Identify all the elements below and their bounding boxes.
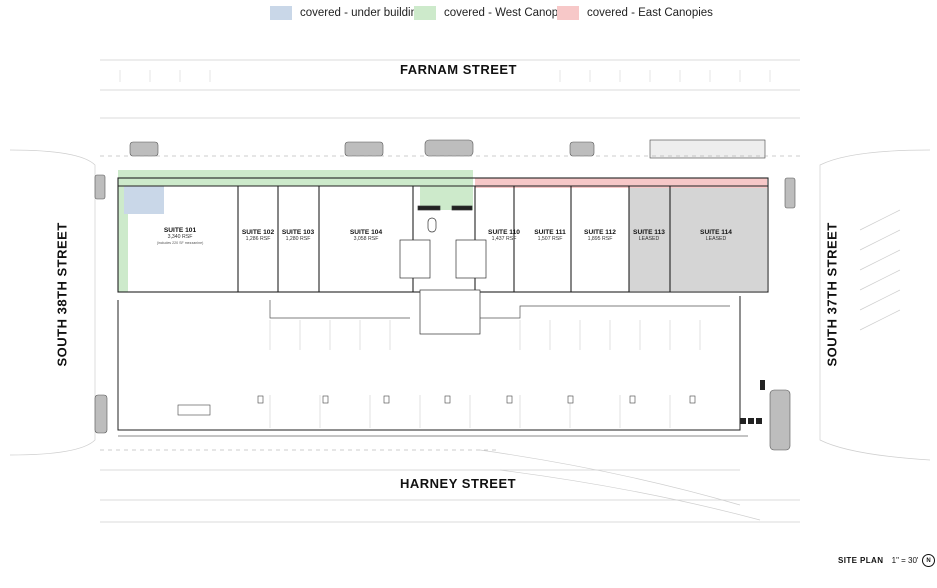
suite-label-110: SUITE 110 1,437 RSF: [488, 229, 520, 243]
suite-name: SUITE 104: [349, 229, 383, 236]
core-rooms: [399, 205, 487, 335]
east-service-equipment: [740, 380, 765, 424]
suite-label-114: SUITE 114 LEASED: [700, 229, 732, 243]
street-label-east: SOUTH 37TH STREET: [824, 222, 840, 367]
legend-swatch-east-canopies: [557, 6, 579, 20]
suite-label-111: SUITE 111 1,507 RSF: [534, 229, 566, 243]
suite-name: SUITE 103: [281, 229, 315, 236]
legend-item-west-canopy: covered - West Canopy: [414, 6, 564, 20]
site-plan-title: SITE PLAN: [838, 556, 884, 565]
suite-label-101: SUITE 101 3,340 RSF (includes 220 SF mez…: [157, 227, 204, 245]
suite-label-104: SUITE 104 3,058 RSF: [350, 229, 382, 243]
east-diagonal-parking: [859, 209, 901, 331]
suite-name: SUITE 112: [584, 229, 616, 236]
suite-detail: 1,507 RSF: [537, 235, 563, 242]
north-arrow-icon: N: [922, 554, 935, 567]
suite-detail: 3,058 RSF: [353, 235, 379, 242]
suite-name: SUITE 114: [700, 229, 732, 236]
suite-detail: 1,437 RSF: [491, 235, 517, 242]
legend-swatch-west-canopy: [414, 6, 436, 20]
suite-label-103: SUITE 103 1,280 RSF: [282, 229, 314, 243]
east-canopy-fill: [475, 178, 767, 188]
north-label: N: [926, 557, 931, 564]
street-label-north: FARNAM STREET: [400, 62, 517, 77]
legend-label-west-canopy: covered - West Canopy: [444, 7, 564, 19]
suite-label-112: SUITE 112 1,895 RSF: [584, 229, 616, 243]
suite-detail: 3,340 RSF: [167, 233, 193, 240]
suite-name: SUITE 111: [534, 229, 566, 236]
legend-label-east-canopies: covered - East Canopies: [587, 7, 713, 19]
site-plan-scale: 1" = 30': [891, 556, 919, 565]
service-bay: [649, 139, 766, 159]
legend: covered - under building covered - West …: [0, 6, 937, 22]
site-plan-caption: SITE PLAN 1" = 30': [838, 556, 918, 565]
legend-item-under-building: covered - under building: [270, 6, 423, 20]
suite-detail: LEASED: [638, 235, 660, 242]
suite-name: SUITE 113: [633, 229, 665, 236]
leased-fill: [629, 188, 767, 291]
suite-detail: 1,280 RSF: [285, 235, 311, 242]
suite-label-102: SUITE 102 1,286 RSF: [242, 229, 274, 243]
street-label-west: SOUTH 38TH STREET: [54, 222, 70, 367]
legend-swatch-under-building: [270, 6, 292, 20]
garage-columns: [177, 395, 696, 416]
suite-detail: 1,895 RSF: [587, 235, 613, 242]
street-label-south: HARNEY STREET: [400, 476, 517, 491]
suite-name: SUITE 102: [241, 229, 275, 236]
north-parking-stalls: [119, 70, 771, 82]
street-context: [9, 59, 931, 523]
parking-garage: [117, 296, 748, 437]
suite-detail: LEASED: [705, 235, 727, 242]
suite-label-113: SUITE 113 LEASED: [633, 229, 665, 243]
garage-stalls: [269, 320, 701, 428]
suite-name: SUITE 101: [163, 227, 197, 234]
legend-label-under-building: covered - under building: [300, 7, 424, 19]
suite-name: SUITE 110: [488, 229, 520, 236]
suite-note: (includes 220 SF mezzanine): [156, 240, 204, 245]
suite-detail: 1,286 RSF: [245, 235, 271, 242]
legend-item-east-canopies: covered - East Canopies: [557, 6, 713, 20]
